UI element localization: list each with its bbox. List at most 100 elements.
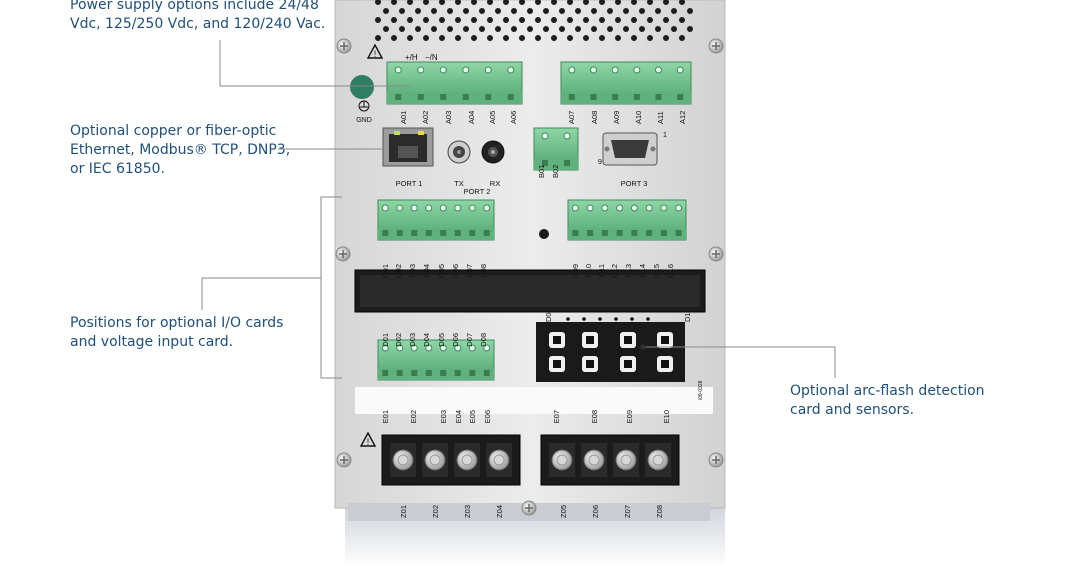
terminal-label-e09: E09 [625,410,634,423]
terminal-label-a10: A10 [634,111,643,124]
terminal-label-z07: Z07 [623,505,632,518]
green-terminal-blocks [377,61,692,381]
vent-hole [503,0,509,5]
green-terminal-block [386,61,523,105]
vent-hole [439,17,445,23]
terminal-screw-icon [439,66,447,74]
terminal-screw-icon [439,204,447,212]
vent-hole [471,17,477,23]
screw-icon [336,452,352,468]
terminal-label-b02: B02 [551,165,560,178]
arc-dot [598,317,602,321]
terminal-screw-icon [541,132,549,140]
terminal-socket [454,370,461,376]
vent-hole [375,17,381,23]
terminal-socket [507,94,514,100]
vent-hole [399,8,405,14]
vent-hole [479,8,485,14]
vent-hole [679,35,685,41]
vent-hole [599,17,605,23]
terminal-socket [633,94,640,100]
terminal-screw-icon [410,344,418,352]
terminal-label-z06: Z06 [591,505,600,518]
blank-slot-inner [360,275,700,307]
terminal-screw-icon [381,344,389,352]
terminal-screw-icon [601,204,609,212]
terminal-socket [572,230,579,236]
vent-hole [599,35,605,41]
vent-hole [487,35,493,41]
terminal-screw-icon [454,204,462,212]
vent-hole [431,8,437,14]
terminal-label-e05: E05 [468,410,477,423]
vent-hole [503,35,509,41]
gnd-terminal [350,75,374,99]
vent-hole [399,26,405,32]
terminal-socket [542,160,548,166]
vent-hole [391,17,397,23]
terminal-label-c14: C14 [638,264,647,278]
terminal-socket [483,230,490,236]
terminal-label-c11: C11 [597,264,606,277]
vent-hole [543,26,549,32]
vent-hole [655,26,661,32]
vent-hole [471,35,477,41]
vent-hole [631,0,637,5]
callout-ethernet-line-2: Ethernet, Modbus® TCP, DNP3, [70,142,291,158]
serial-port-3 [602,132,658,166]
terminal-screw-icon [571,204,579,212]
vent-hole [679,0,685,5]
green-terminal-block [533,127,579,171]
terminal-label-e01: E01 [381,410,390,423]
terminal-label-d06: D06 [451,333,460,347]
screw-icon [708,452,724,468]
vent-hole [423,35,429,41]
terminal-label-b01: B01 [537,165,546,178]
vent-hole [495,8,501,14]
terminal-socket [469,370,476,376]
vent-hole [519,35,525,41]
vent-hole [447,8,453,14]
vent-hole [567,0,573,5]
power-pos-label: +/H [405,53,418,62]
vent-hole [439,0,445,5]
vent-hole [583,0,589,5]
vent-hole [607,26,613,32]
terminal-socket [616,230,623,236]
terminal-label-c16: C16 [666,264,675,278]
vent-hole [679,17,685,23]
vent-hole [455,17,461,23]
vent-hole [591,26,597,32]
screw-icon [521,500,537,516]
terminal-socket [601,230,608,236]
terminal-screw-icon [468,204,476,212]
arc-flash-card [536,317,685,382]
terminal-label-d02: D02 [394,333,403,347]
vent-hole [623,8,629,14]
callout-line-io [201,277,321,310]
terminal-label-e10: E10 [662,410,671,423]
terminal-socket [440,370,447,376]
vent-hole [639,26,645,32]
vent-hole [487,0,493,5]
vent-hole [375,0,381,5]
terminal-label-d01: D01 [381,333,390,347]
vent-hole [575,26,581,32]
port3-label: PORT 3 [621,179,648,188]
vent-hole [599,0,605,5]
callout-arc-flash: Optional arc-flash detection card and se… [790,382,985,420]
terminal-label-a07: A07 [567,111,576,124]
callout-arc-line-1: Optional arc-flash detection [790,383,985,399]
vent-hole [511,26,517,32]
vent-hole [583,17,589,23]
vent-hole [615,17,621,23]
ethernet-port-1 [382,127,434,167]
terminal-screw-icon [568,66,576,74]
terminal-socket [440,230,447,236]
vent-hole [375,35,381,41]
port1-label: PORT 1 [396,179,423,188]
terminal-socket [564,160,570,166]
vent-hole [415,26,421,32]
terminal-label-d07: D07 [465,333,474,347]
terminal-socket [411,230,418,236]
